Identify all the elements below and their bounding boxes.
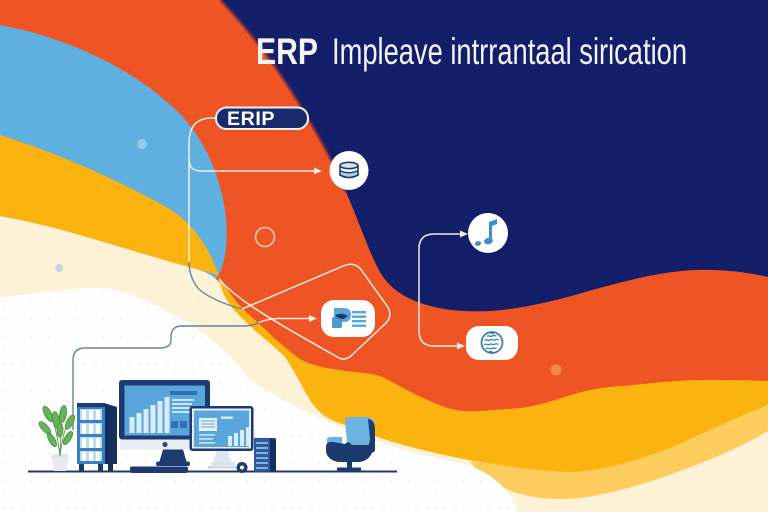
svg-text:Impleave intrrantaal siricatio: Impleave intrrantaal sirication xyxy=(332,31,687,72)
svg-text:ERIP: ERIP xyxy=(227,109,275,130)
svg-text:ERP: ERP xyxy=(256,31,318,72)
